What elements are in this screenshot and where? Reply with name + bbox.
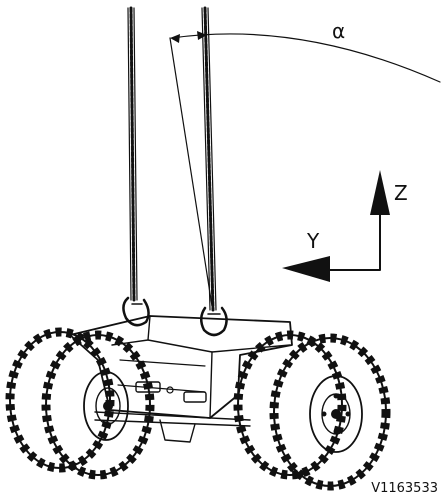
frame-slot (183, 391, 207, 403)
angle-arrow-left (170, 34, 180, 43)
coordinate-axes (282, 170, 390, 282)
angle-label: α (332, 19, 345, 43)
angle-arrow-right (197, 31, 207, 40)
shackle-left (122, 296, 150, 327)
axis-y-label: Y (306, 229, 320, 253)
angle-indicator (169, 31, 441, 307)
shackle-right (200, 306, 228, 337)
z-axis-arrow-icon (370, 170, 390, 215)
wheel-left (5, 327, 155, 480)
reference-code: V1163533 (371, 481, 438, 496)
lifting-chain-right (201, 6, 217, 312)
lifting-chain-left (127, 6, 138, 302)
wheel-right (233, 330, 391, 491)
y-axis-arrow-icon (282, 256, 330, 282)
axis-z-label: Z (394, 181, 408, 205)
